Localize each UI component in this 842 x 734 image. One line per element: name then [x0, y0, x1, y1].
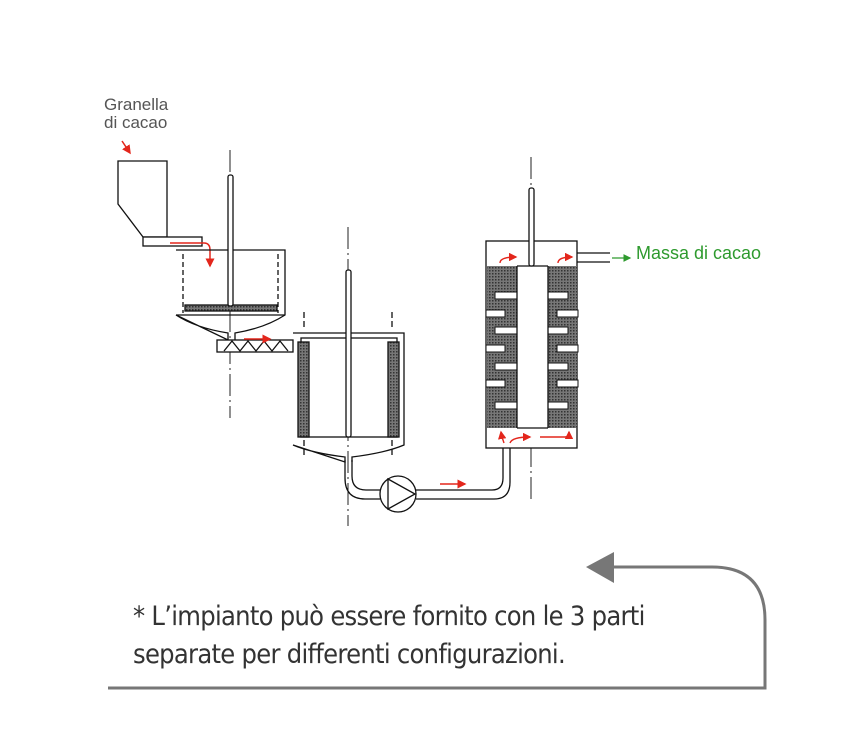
input-label-line2: di cacao [104, 113, 168, 132]
refiner-flow-arrows [498, 252, 574, 444]
heated-tank [292, 269, 405, 463]
footnote: * L’impianto può essere fornito con le 3… [133, 598, 645, 674]
input-label: Granella di cacao [104, 96, 168, 132]
output-label: Massa di cacao [636, 243, 762, 263]
input-arrow [121, 140, 131, 155]
screw-conveyor [216, 339, 294, 353]
refiner [485, 187, 610, 449]
pump-icon [379, 475, 417, 513]
mixer-tank [175, 174, 286, 342]
footnote-line2: separate per differenti configurazioni. [133, 639, 566, 670]
pipework [344, 448, 511, 500]
hopper [117, 160, 203, 247]
footnote-line1: * L’impianto può essere fornito con le 3… [133, 601, 645, 632]
input-label-line1: Granella [104, 95, 169, 114]
callout-arrow [108, 552, 767, 690]
